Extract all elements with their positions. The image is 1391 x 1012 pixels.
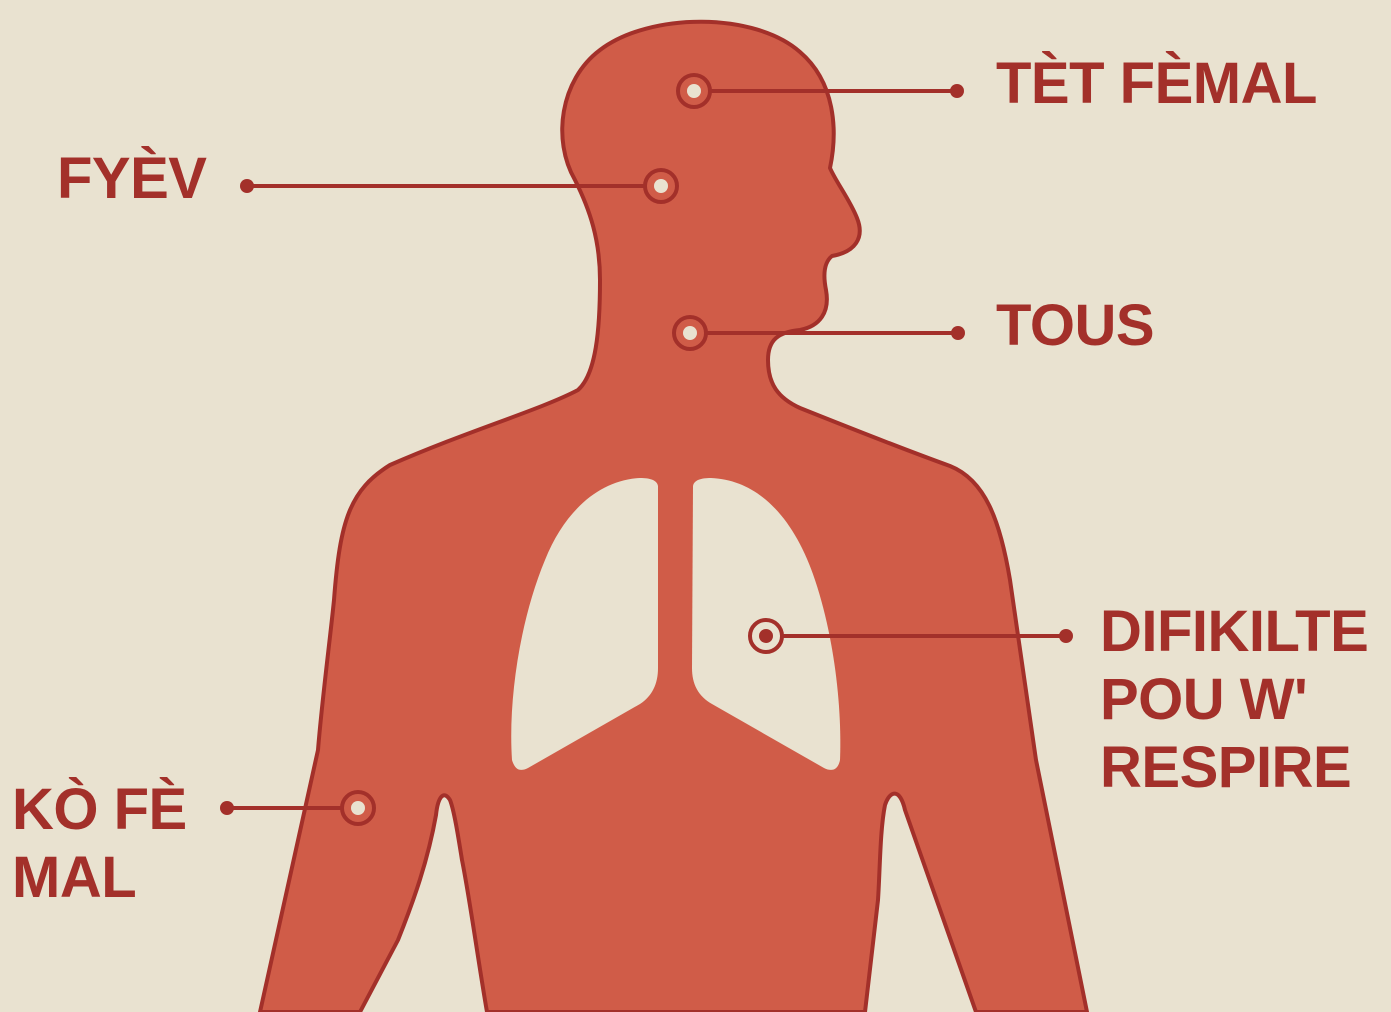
body-ache-label-line: KÒ FÈ — [12, 776, 187, 844]
headache-endpoint-dot — [950, 84, 964, 98]
arm-marker-icon — [342, 792, 374, 824]
breathing-label: DIFIKILTE POU W' RESPIRE — [1100, 598, 1368, 802]
forehead-marker-icon — [645, 170, 677, 202]
body-ache-label-line: MAL — [12, 844, 187, 912]
head-marker-icon — [678, 75, 710, 107]
cough-label: TOUS — [996, 292, 1154, 360]
breathing-endpoint-dot — [1059, 629, 1073, 643]
headache-label: TÈT FÈMAL — [996, 50, 1317, 118]
breathing-label-line: RESPIRE — [1100, 734, 1368, 802]
throat-marker-icon — [674, 317, 706, 349]
body-ache-label: KÒ FÈ MAL — [12, 776, 187, 912]
lung-marker-icon — [750, 620, 782, 652]
headache-label-line: TÈT FÈMAL — [996, 50, 1317, 118]
cough-endpoint-dot — [951, 326, 965, 340]
fever-label-line: FYÈV — [57, 145, 207, 213]
fever-endpoint-dot — [240, 179, 254, 193]
fever-label: FYÈV — [57, 145, 207, 213]
body-silhouette — [260, 22, 1087, 1012]
body-ache-endpoint-dot — [220, 801, 234, 815]
breathing-label-line: POU W' — [1100, 666, 1368, 734]
cough-label-line: TOUS — [996, 292, 1154, 360]
breathing-label-line: DIFIKILTE — [1100, 598, 1368, 666]
